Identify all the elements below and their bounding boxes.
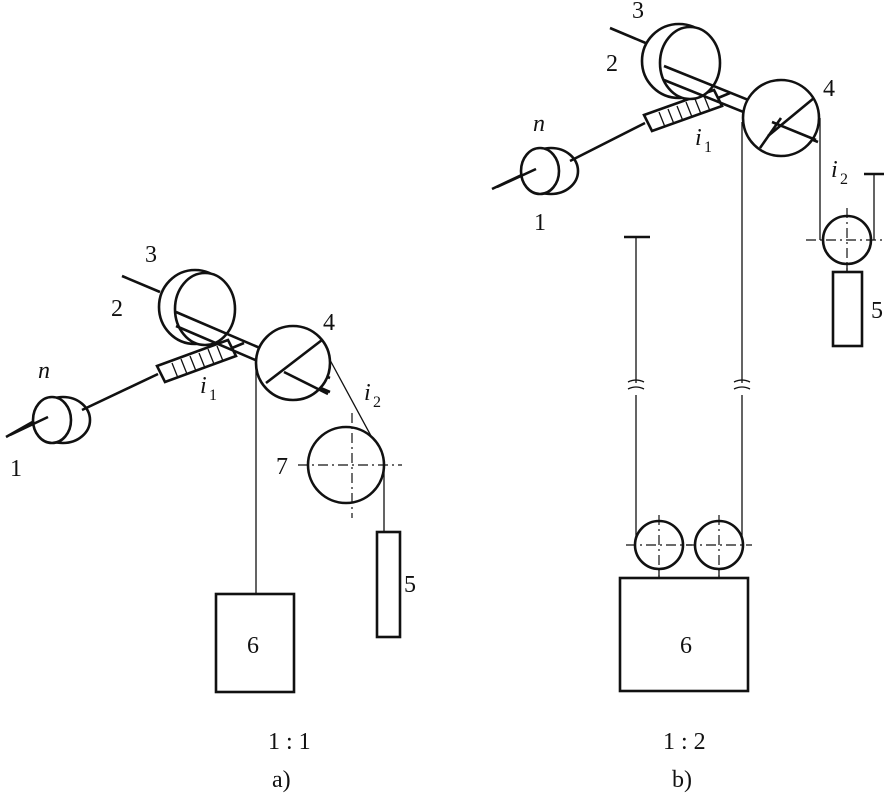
label-counterweight-a: 5 xyxy=(404,572,416,598)
label-gear-ratio-index-b: 1 xyxy=(704,139,712,156)
motor-a xyxy=(9,395,92,445)
label-rope-ratio-a: i xyxy=(364,380,371,406)
rope-break-mark-left xyxy=(627,379,645,390)
deflector-sheave-a xyxy=(298,413,402,518)
caption-b: b) xyxy=(672,767,692,793)
label-speed-a: n xyxy=(38,358,50,384)
roping-ratio-a: 1 : 1 xyxy=(268,729,311,755)
drive-shaft-a xyxy=(81,372,159,412)
label-rope-ratio-index-a: 2 xyxy=(373,394,381,411)
label-brake-b: 2 xyxy=(606,51,618,77)
label-coupling-a: 3 xyxy=(145,242,157,268)
counterweight-a xyxy=(375,530,402,639)
label-motor-b: 1 xyxy=(534,210,546,236)
label-speed-b: n xyxy=(533,111,545,137)
car-a xyxy=(214,592,296,694)
label-deflector-sheave-a: 7 xyxy=(276,454,288,480)
label-gear-ratio-index-a: 1 xyxy=(209,387,217,404)
roping-ratio-b: 1 : 2 xyxy=(663,729,706,755)
rope-break-mark-right xyxy=(733,379,751,390)
label-traction-sheave-a: 4 xyxy=(323,310,335,336)
label-motor-a: 1 xyxy=(10,456,22,482)
drive-shaft-b xyxy=(569,121,646,163)
traction-sheave-a xyxy=(254,324,332,402)
caption-a: a) xyxy=(272,767,291,793)
coupling-shaft-stub-a xyxy=(121,274,161,294)
label-rope-ratio-index-b: 2 xyxy=(840,171,848,188)
label-rope-ratio-b: i xyxy=(831,157,838,183)
counterweight-pulley-b xyxy=(806,208,884,272)
label-car-b: 6 xyxy=(680,633,692,659)
traction-sheave-b xyxy=(741,78,821,158)
motor-b xyxy=(496,146,580,196)
label-gear-ratio-b: i xyxy=(695,125,702,151)
worm-gear-a xyxy=(155,338,245,384)
label-brake-a: 2 xyxy=(111,296,123,322)
label-coupling-b: 3 xyxy=(632,0,644,24)
label-gear-ratio-a: i xyxy=(200,373,207,399)
diagram-b: 1 2 3 4 5 6 n i 1 i 2 1 : 2 b) xyxy=(491,0,884,793)
label-counterweight-b: 5 xyxy=(871,298,883,324)
car-b xyxy=(618,576,750,693)
counterweight-b xyxy=(831,270,864,348)
diagram-a: 1 2 3 4 5 6 7 n i 1 i 2 1 : 1 a) xyxy=(5,242,416,793)
label-traction-sheave-b: 4 xyxy=(823,76,835,102)
label-car-a: 6 xyxy=(247,633,259,659)
coupling-shaft-stub-b xyxy=(609,26,649,46)
